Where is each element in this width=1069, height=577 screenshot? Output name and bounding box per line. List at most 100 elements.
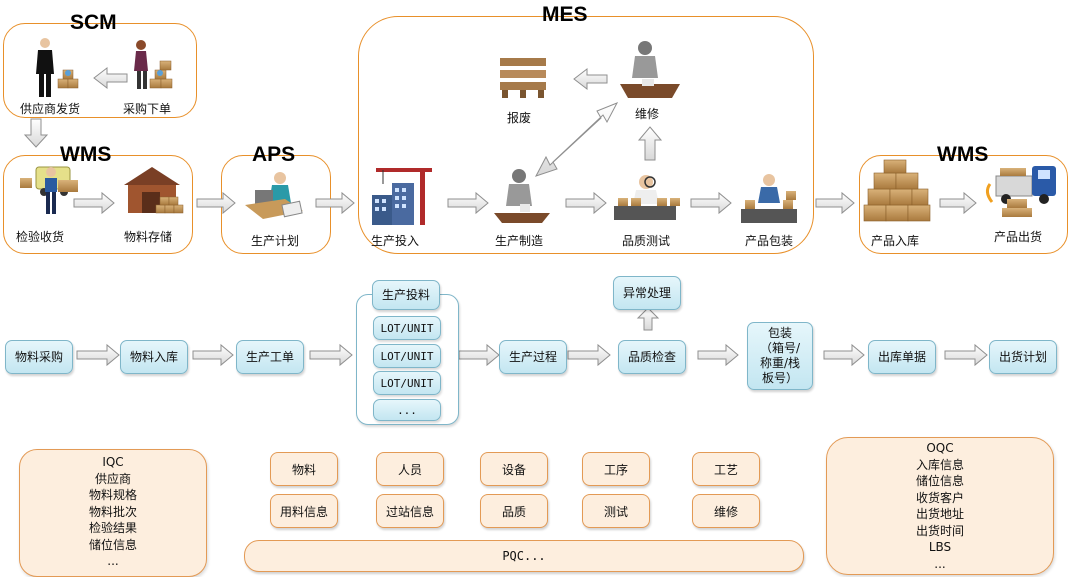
arrow-m6 <box>697 343 739 367</box>
iqc-line-5: 检验结果 <box>88 521 137 535</box>
planner-icon <box>245 172 303 219</box>
label-repair: 维修 <box>635 107 660 121</box>
mes-group <box>358 16 814 254</box>
node-prod-process: 生产过程 <box>499 340 567 374</box>
iqc-line-1: IQC <box>102 455 124 469</box>
arrow-mes-3 <box>690 191 732 215</box>
wms-right-title: WMS <box>937 143 989 166</box>
pill-process: 工序 <box>582 452 650 486</box>
label-product-out: 产品出货 <box>994 230 1043 244</box>
scm-title: SCM <box>70 11 117 34</box>
iqc-panel: IQC 供应商 物料规格 物料批次 检验结果 储位信息 ... <box>19 449 207 577</box>
oqc-line-6: 出货时间 <box>915 523 964 538</box>
arrow-mes-left <box>573 67 608 91</box>
arrow-mes-wms <box>815 191 855 215</box>
node-work-order: 生产工单 <box>236 340 304 374</box>
label-inspect-receive: 检验收货 <box>16 230 65 244</box>
label-quality-test: 品质测试 <box>622 234 671 248</box>
arrow-scm-left <box>93 66 128 90</box>
arrow-m7 <box>823 343 865 367</box>
arrow-test-repair <box>637 126 663 161</box>
iqc-line-3: 物料规格 <box>88 488 137 502</box>
packing-line-4: 板号） <box>761 371 798 385</box>
oqc-line-2: 入库信息 <box>915 457 964 472</box>
label-scrap: 报废 <box>507 111 532 125</box>
node-material-purchase: 物料采购 <box>5 340 73 374</box>
arrow-aps-mes <box>315 191 355 215</box>
arrow-wms-1 <box>73 191 115 215</box>
iqc-line-2: 供应商 <box>94 471 131 486</box>
double-arrow-diagonal <box>534 102 619 177</box>
aps-title: APS <box>252 143 296 166</box>
label-product-in: 产品入库 <box>871 234 920 248</box>
oqc-line-3: 储位信息 <box>915 474 964 488</box>
wms-left-title: WMS <box>60 143 112 166</box>
arrow-wms-aps <box>196 191 236 215</box>
quality-test-icon <box>614 175 680 220</box>
label-material-store: 物料存储 <box>124 230 173 244</box>
pill-material: 物料 <box>270 452 338 486</box>
node-quality-check: 品质检查 <box>618 340 686 374</box>
arrow-m2 <box>192 343 234 367</box>
lot-unit-2: LOT/UNIT <box>373 344 441 368</box>
arrow-wms-r <box>939 191 977 215</box>
packing-line-3: 称重/栈 <box>759 356 801 370</box>
label-prod-make: 生产制造 <box>495 234 544 248</box>
arrow-m8 <box>944 343 988 367</box>
node-packing: 包装 （箱号/ 称重/栈 板号） <box>747 322 813 390</box>
pill-usage-info: 用料信息 <box>270 494 338 528</box>
node-exception: 异常处理 <box>613 276 681 310</box>
arrow-scm-down <box>23 118 49 148</box>
inbound-boxes-icon <box>863 159 931 222</box>
small-boxes-icon <box>57 69 79 89</box>
arrow-quality-exception <box>636 307 660 331</box>
arrow-m5 <box>567 343 611 367</box>
label-prod-plan: 生产计划 <box>251 234 300 248</box>
oqc-line-8: ... <box>934 556 946 571</box>
repair-worker-icon <box>620 41 680 98</box>
label-supplier-ship: 供应商发货 <box>20 102 81 116</box>
pill-technology: 工艺 <box>692 452 760 486</box>
label-purchase-order: 采购下单 <box>123 102 172 116</box>
receiving-truck-icon <box>20 166 78 214</box>
oqc-panel: OQC 入库信息 储位信息 收货客户 出货地址 出货时间 LBS ... <box>826 437 1054 575</box>
packing-line-2: （箱号/ <box>759 341 801 355</box>
businessman-icon <box>36 38 54 97</box>
pqc-bar: PQC... <box>244 540 804 572</box>
warehouse-icon <box>124 167 184 214</box>
oqc-line-5: 出货地址 <box>915 507 964 521</box>
arrow-mes-2 <box>565 191 607 215</box>
factory-crane-icon <box>372 168 432 225</box>
arrow-m1 <box>76 343 120 367</box>
pill-station-info: 过站信息 <box>376 494 444 528</box>
iqc-line-6: 储位信息 <box>88 537 137 552</box>
delivery-truck-icon <box>985 166 1056 217</box>
purchaser-icon <box>134 40 148 89</box>
iqc-line-4: 物料批次 <box>88 504 137 519</box>
packaging-worker-icon <box>741 174 797 223</box>
lot-unit-1: LOT/UNIT <box>373 316 441 340</box>
arrow-m3 <box>309 343 353 367</box>
label-product-pack: 产品包装 <box>745 234 794 248</box>
pill-repair: 维修 <box>692 494 760 528</box>
lot-unit-more: ... <box>373 399 441 421</box>
scrap-pallet-icon <box>500 58 546 98</box>
arrow-m4 <box>458 343 500 367</box>
iqc-line-7: ... <box>107 554 119 568</box>
node-ship-plan: 出货计划 <box>989 340 1057 374</box>
node-material-in: 物料入库 <box>120 340 188 374</box>
oqc-line-4: 收货客户 <box>915 490 964 505</box>
node-prod-feed: 生产投料 <box>372 280 440 310</box>
oqc-line-7: LBS <box>928 540 952 554</box>
oqc-line-1: OQC <box>926 441 954 455</box>
pill-quality: 品质 <box>480 494 548 528</box>
pill-personnel: 人员 <box>376 452 444 486</box>
node-out-order: 出库单据 <box>868 340 936 374</box>
packing-line-1: 包装 <box>767 326 792 340</box>
pill-testing: 测试 <box>582 494 650 528</box>
label-prod-input: 生产投入 <box>371 234 420 248</box>
mes-title: MES <box>542 3 588 26</box>
manufacturing-worker-icon <box>494 169 550 223</box>
pill-equipment: 设备 <box>480 452 548 486</box>
